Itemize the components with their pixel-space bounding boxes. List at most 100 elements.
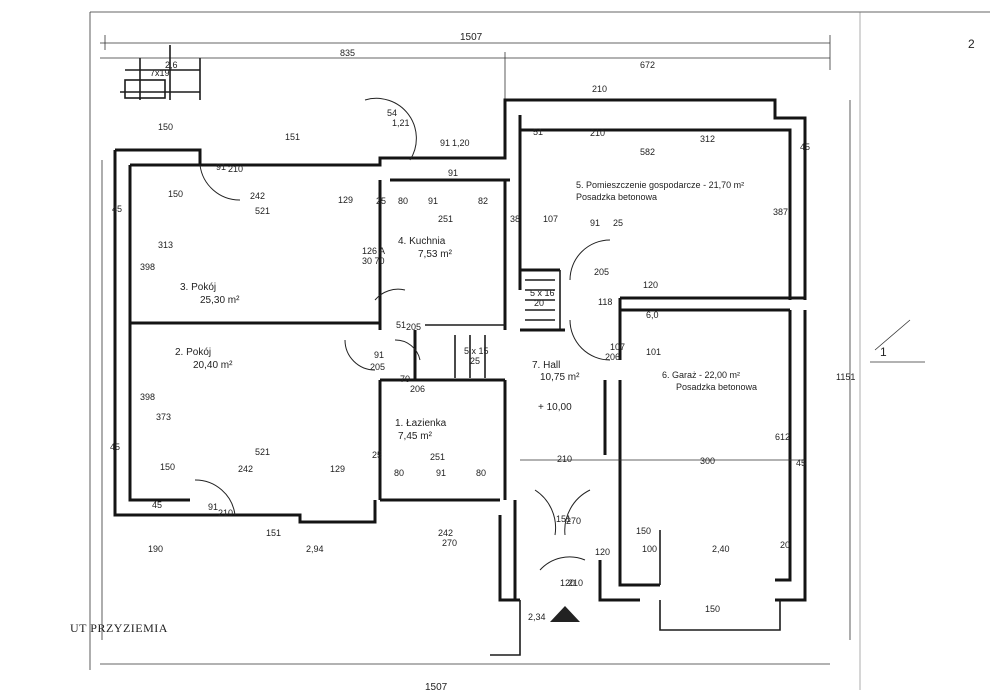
dim-54-121-a: 54 [387, 108, 397, 118]
dim-left-45-top: 45 [112, 204, 122, 214]
dim-240: 2,40 [712, 544, 730, 554]
room-pokoj-3-area: 25,30 m² [200, 295, 240, 306]
dim-91-120-a: 91 [440, 138, 450, 148]
dim-82: 82 [478, 196, 488, 206]
room-garaz-name: 6. Garaż - 22,00 m² [662, 370, 740, 380]
room-pom-gosp-floor: Posadzka betonowa [576, 192, 657, 202]
dim-150c: 150 [636, 526, 651, 536]
dim-51-205-b: 205 [406, 322, 421, 332]
dim-242-270-b: 270 [442, 538, 457, 548]
dim-91-120-b: 1,20 [452, 138, 470, 148]
dim-38: 38 [510, 214, 520, 224]
dim-126-b: 30 70 [362, 256, 385, 266]
dim-70-206-a: 70 [400, 374, 410, 384]
dim-91-210-d: 210 [218, 508, 233, 518]
dim-1151: 1151 [836, 372, 855, 382]
dim-126-a: 126 A [362, 246, 385, 256]
section-marker [870, 319, 925, 363]
dim-312: 312 [700, 134, 715, 144]
dim-373: 373 [156, 412, 171, 422]
dim-151b: 151 [556, 514, 571, 524]
dim-51-205-a: 51 [396, 320, 406, 330]
dim-2-94: 2,94 [306, 544, 324, 554]
room-garaz-floor: Posadzka betonowa [676, 382, 757, 392]
dim-190: 190 [148, 544, 163, 554]
dim-91-210-a: 91 [216, 162, 226, 172]
stair-20: 20 [534, 298, 544, 308]
dim-107-206-a: 107 [610, 342, 625, 352]
dim-521b: 521 [255, 447, 270, 457]
dim-107: 107 [543, 214, 558, 224]
top-stair [120, 45, 201, 100]
room-pokoj-2-area: 20,40 m² [193, 360, 233, 371]
dim-151c: 151 [266, 528, 281, 538]
room-lazienka-area: 7,45 m² [398, 431, 433, 442]
room-pokoj-2-name: 2. Pokój [175, 347, 211, 358]
dim-151: 151 [285, 132, 300, 142]
dim-270: 270 [566, 516, 581, 526]
dim-210b: 210 [557, 454, 572, 464]
drawing-title: UT PRZYZIEMIA [70, 621, 168, 635]
dim-45rb: 45 [796, 458, 806, 468]
dim-80b: 80 [394, 468, 404, 478]
dim-left-45-low: 45 [110, 442, 120, 452]
dim-120-210-a: 120 [560, 578, 575, 588]
dim-150d: 150 [705, 604, 720, 614]
dim-242b: 242 [238, 464, 253, 474]
dim-91-210-b: 210 [228, 164, 243, 174]
dim-582: 582 [640, 147, 655, 157]
dim-612: 612 [775, 432, 790, 442]
dim-91-205-b: 205 [370, 362, 385, 372]
room-pom-gosp-name: 5. Pomieszczenie gospodarcze - 21,70 m² [576, 180, 744, 190]
overall-dimension-lines [100, 35, 851, 665]
dim-25: 25 [376, 196, 386, 206]
dim-100: 100 [642, 544, 657, 554]
dim-521: 521 [255, 206, 270, 216]
stair-25: 25 [470, 356, 480, 366]
sheet-border [89, 11, 990, 690]
dim-107-206-b: 206 [605, 352, 620, 362]
dim-91: 91 [428, 196, 438, 206]
interior-stairs [454, 279, 555, 378]
dim-2-34: 2,34 [528, 612, 546, 622]
dim-251b: 251 [430, 452, 445, 462]
room-hall-area: 10,75 m² [540, 372, 580, 383]
interior-walls [130, 178, 805, 502]
dim-stair-b: 2,6 [165, 60, 178, 70]
dim-120: 120 [643, 280, 658, 290]
dim-50: 51 [533, 127, 543, 137]
dim-left-45-mid: 45 [152, 500, 162, 510]
dim-stair-a: 7x19 [150, 68, 170, 78]
entrance-marker [550, 606, 580, 622]
level-mark: + 10,00 [538, 402, 572, 413]
dim-91-top: 91 [448, 168, 458, 178]
stair-5x16: 5 x 16 [530, 288, 555, 298]
dim-overall-top: 1507 [460, 32, 483, 43]
dim-80: 80 [398, 196, 408, 206]
dim-25-low: 25 [372, 450, 382, 460]
dim-387: 387 [773, 207, 788, 217]
dim-150b: 150 [160, 462, 175, 472]
dim-25b: 25 [613, 218, 623, 228]
room-kuchnia-area: 7,53 m² [418, 249, 453, 260]
room-hall-name: 7. Hall [532, 360, 560, 371]
dim-242-270-a: 242 [438, 528, 453, 538]
room-pokoj-3-name: 3. Pokój [180, 282, 216, 293]
exterior-walls [113, 98, 807, 656]
dim-251: 251 [438, 214, 453, 224]
dim-91-205-a: 91 [374, 350, 384, 360]
dim-45r: 45 [800, 142, 810, 152]
section-marker-label: 1 [880, 345, 887, 359]
stair-5x15: 5 x 15 [464, 346, 489, 356]
dim-242: 242 [250, 191, 265, 201]
room-lazienka-name: 1. Łazienka [395, 418, 447, 429]
dim-118: 118 [598, 297, 612, 307]
dim-right-block: 672 [640, 60, 655, 70]
dim-20: 20 [780, 540, 790, 550]
dim-129: 129 [338, 195, 353, 205]
dim-side-150: 150 [158, 122, 173, 132]
dim-overall-bottom: 1507 [425, 682, 448, 693]
room-kuchnia-name: 4. Kuchnia [398, 236, 446, 247]
dim-120-210-b: 210 [568, 578, 583, 588]
